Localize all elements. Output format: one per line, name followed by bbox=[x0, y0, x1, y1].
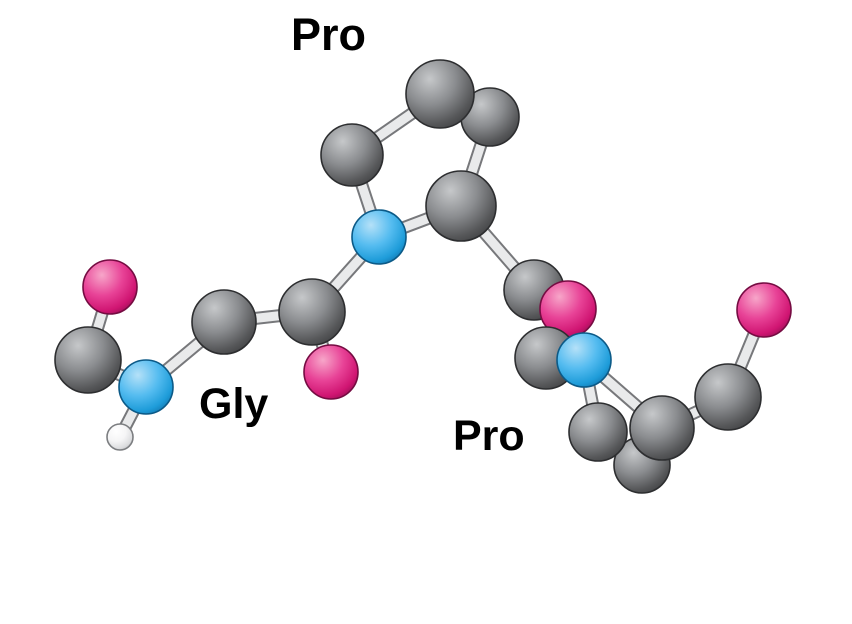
atom-hydrogen-white-h1 bbox=[106, 423, 134, 451]
residue-label-pro-right: Pro bbox=[453, 412, 525, 460]
atom-carbon-gray-c5 bbox=[278, 278, 346, 346]
atom-carbon-gray-c10 bbox=[629, 395, 695, 461]
atoms-layer bbox=[54, 59, 792, 494]
atom-carbon-gray-c3 bbox=[320, 123, 384, 187]
atom-carbon-gray-ca2 bbox=[191, 289, 257, 355]
atom-carbon-gray-c11 bbox=[694, 363, 762, 431]
atom-carbon-gray-ca1 bbox=[425, 170, 497, 242]
atom-carbon-gray-c4 bbox=[54, 326, 122, 394]
atom-nitrogen-blue-n1 bbox=[351, 209, 407, 265]
atom-nitrogen-blue-n3 bbox=[556, 332, 612, 388]
residue-label-gly: Gly bbox=[199, 380, 269, 428]
atom-carbon-gray-c1 bbox=[405, 59, 475, 129]
residue-label-pro-top: Pro bbox=[291, 9, 367, 60]
atom-nitrogen-blue-n2 bbox=[118, 359, 174, 415]
atom-oxygen-magenta-o4 bbox=[736, 282, 792, 338]
atom-oxygen-magenta-o2 bbox=[303, 344, 359, 400]
atom-oxygen-magenta-o1 bbox=[82, 259, 138, 315]
atom-carbon-gray-c8 bbox=[568, 402, 628, 462]
